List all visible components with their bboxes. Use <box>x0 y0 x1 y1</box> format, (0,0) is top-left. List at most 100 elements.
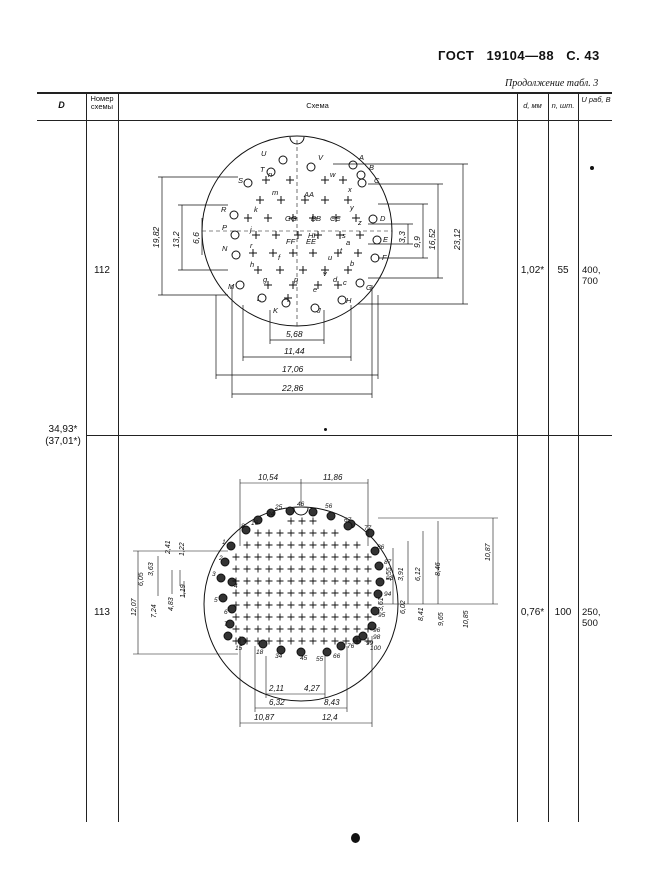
pin-number: 100 <box>370 645 381 652</box>
col-header-scheme: Схема <box>306 101 329 110</box>
pin-number: 24 <box>266 511 275 518</box>
contact-position <box>265 553 273 561</box>
contact-position <box>331 529 339 537</box>
contact-position <box>309 249 317 257</box>
dim-112-9-9: 9,9 <box>412 236 422 248</box>
contact-pin <box>285 506 295 516</box>
contact-position <box>353 613 361 621</box>
position-label: y <box>349 203 355 212</box>
dim-113-11-86: 11,86 <box>323 473 343 482</box>
dim-113-3-61: 3,61 <box>378 597 385 611</box>
contact-pin <box>374 561 384 571</box>
contact-pin <box>368 214 378 224</box>
pin-number: 94 <box>384 591 392 598</box>
contact-position <box>284 294 292 302</box>
dim-113-10-85: 10,85 <box>463 610 470 628</box>
contact-position <box>254 613 262 621</box>
contact-position <box>252 231 260 239</box>
pin-number: 15 <box>235 645 243 652</box>
contact-pin <box>296 647 306 657</box>
contact-position <box>232 577 240 585</box>
position-label: e <box>313 285 317 294</box>
position-label: a <box>346 238 350 247</box>
contact-position <box>342 541 350 549</box>
position-label: GG <box>285 214 297 223</box>
dim-113-1-55: 1,55 <box>386 567 393 581</box>
contact-pin <box>326 511 336 521</box>
position-label: n <box>268 170 272 179</box>
key-notch <box>293 507 309 516</box>
contact-pin <box>226 541 236 551</box>
contact-position <box>364 625 372 633</box>
pin-number: 87 <box>384 559 392 566</box>
contact-position <box>287 637 295 645</box>
contact-position <box>309 553 317 561</box>
contact-position <box>309 517 317 525</box>
pin-number: 4 <box>234 583 238 590</box>
contact-pin <box>306 162 316 172</box>
contact-position <box>243 553 251 561</box>
pin-label: S <box>238 176 243 185</box>
position-label: j <box>249 225 252 234</box>
position-label: p <box>293 275 298 284</box>
pin-number: 1 <box>222 539 226 546</box>
contact-position <box>287 517 295 525</box>
contact-position <box>309 214 317 222</box>
contact-position <box>243 601 251 609</box>
position-label: FF <box>286 237 296 246</box>
contact-position <box>264 214 272 222</box>
contact-pin <box>235 280 245 290</box>
pin-number: 18 <box>256 649 264 656</box>
contact-position <box>243 589 251 597</box>
contact-position <box>287 601 295 609</box>
contact-position <box>265 577 273 585</box>
dim-112-19-82: 19,82 <box>151 226 161 248</box>
contact-position <box>334 249 342 257</box>
position-label: c <box>343 278 347 287</box>
pin-label: L <box>257 294 261 303</box>
contact-position <box>320 589 328 597</box>
contact-position <box>276 589 284 597</box>
contact-position <box>287 565 295 573</box>
contact-position <box>352 214 360 222</box>
dim-113-9-65: 9,65 <box>438 612 445 626</box>
contact-position <box>298 577 306 585</box>
contact-position <box>254 553 262 561</box>
contact-position <box>256 196 264 204</box>
col-rule-1 <box>86 92 87 822</box>
contact-position <box>265 637 273 645</box>
dim-113-3-63: 3,63 <box>148 562 155 576</box>
pin-label: K <box>273 306 279 315</box>
pin-label: P <box>222 223 227 232</box>
position-label: BB <box>311 214 321 223</box>
pin-number: 34 <box>275 653 283 660</box>
contact-position <box>331 637 339 645</box>
contact-position <box>254 529 262 537</box>
group-D-value: 34,93* <box>48 424 78 435</box>
pin-number: 45 <box>300 655 308 662</box>
contact-position <box>320 541 328 549</box>
contact-position <box>320 565 328 573</box>
standard-number: 19104—88 <box>486 48 555 63</box>
contact-position <box>301 196 309 204</box>
contact-position <box>320 613 328 621</box>
position-label: t <box>340 246 343 255</box>
contact-position <box>309 565 317 573</box>
contact-position <box>344 266 352 274</box>
pin-label: F <box>382 253 387 262</box>
contact-pin <box>372 235 382 245</box>
contact-position <box>331 613 339 621</box>
contact-pin <box>370 606 380 616</box>
contact-position <box>298 589 306 597</box>
contact-position <box>276 637 284 645</box>
pin-label: V <box>318 153 324 162</box>
contact-position <box>353 541 361 549</box>
contact-position <box>265 601 273 609</box>
contact-pin <box>276 645 286 655</box>
row112-d: 1,02* <box>520 265 545 276</box>
contact-pin <box>216 573 226 583</box>
contact-position <box>320 529 328 537</box>
contact-pin <box>343 521 353 531</box>
contact-position <box>276 601 284 609</box>
position-label: b <box>350 259 354 268</box>
